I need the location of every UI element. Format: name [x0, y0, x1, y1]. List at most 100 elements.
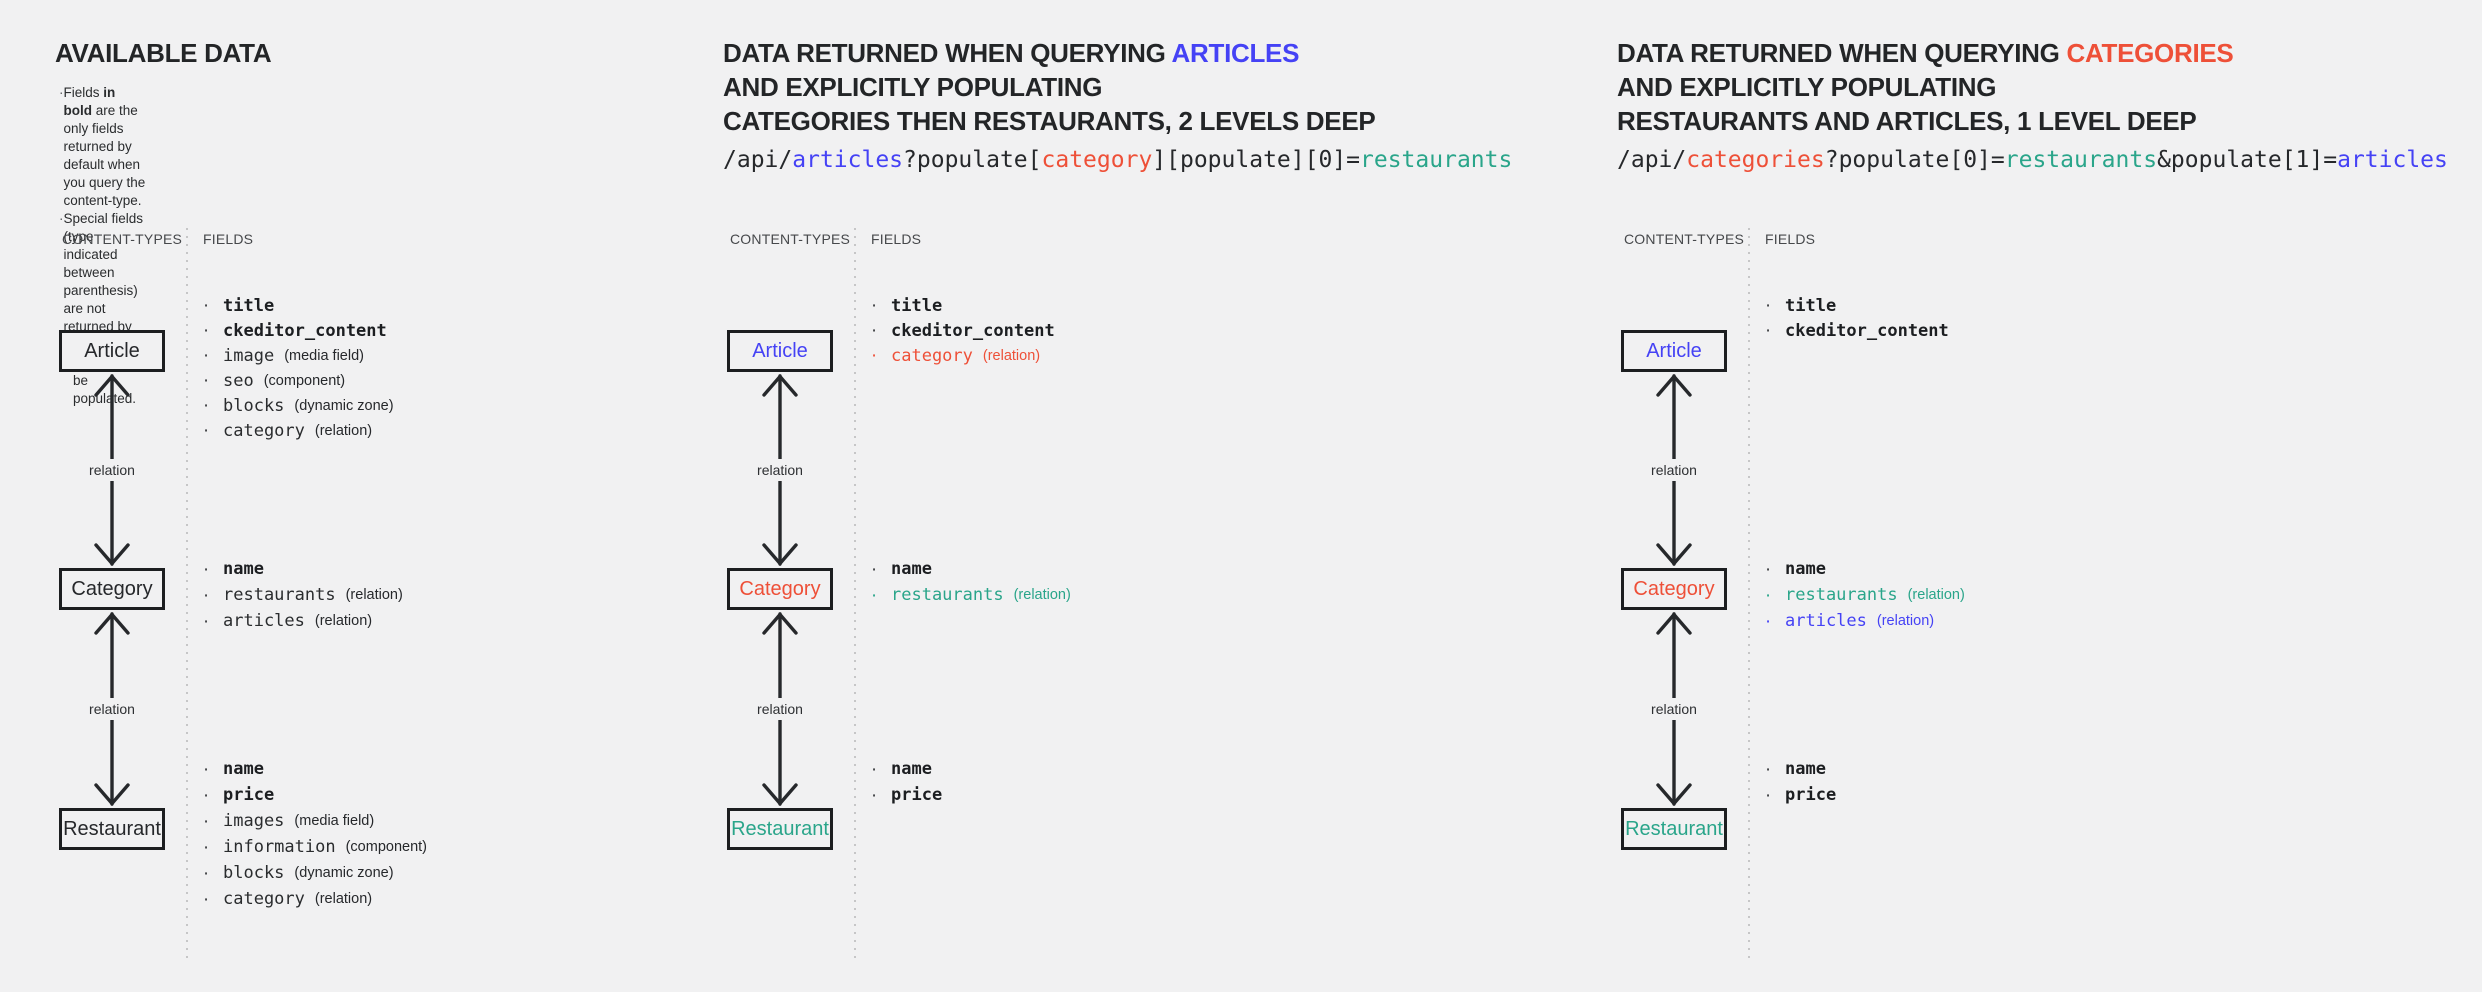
field-name: blocks — [223, 863, 285, 883]
field-item-name: ·name — [869, 556, 1071, 582]
field-item-category: ·category(relation) — [201, 886, 427, 912]
notes: ·Fields in bold are the only fields retu… — [59, 84, 147, 408]
field-name: ckeditor_content — [223, 320, 387, 341]
field-name: restaurants — [891, 585, 1004, 605]
field-item-title: · title — [869, 293, 1055, 318]
fields-list-restaurant: ·name·price — [1763, 756, 1836, 808]
field-item-restaurants: ·restaurants(relation) — [1763, 582, 1965, 608]
fields-list-article: ·title·ckeditor_content·image(media fiel… — [201, 293, 394, 443]
relation-label: relation — [85, 459, 139, 481]
content-types-column-label: CONTENT-TYPES — [62, 231, 183, 247]
title-line: AND EXPLICITLY POPULATING — [723, 70, 1375, 104]
bullet-icon: · — [202, 810, 210, 832]
content-type-box-restaurant: Restaurant — [727, 808, 833, 850]
field-item-category: ·category(relation) — [869, 343, 1055, 368]
code-segment: categories — [1686, 147, 1825, 173]
note-segment: in bold — [63, 85, 116, 118]
note-item: ·Fields in bold are the only fields retu… — [59, 84, 147, 210]
field-type: (dynamic zone) — [294, 397, 394, 414]
title-line: RESTAURANTS AND ARTICLES, 1 LEVEL DEEP — [1617, 104, 2233, 138]
field-item-title: ·title — [201, 293, 394, 318]
field-name: price — [891, 785, 943, 805]
field-type: (relation) — [314, 891, 373, 907]
fields-list-category: ·name·restaurants(relation) — [869, 556, 1071, 608]
relation-label: relation — [85, 698, 139, 720]
field-type: (relation) — [314, 613, 373, 629]
content-type-label: Article — [84, 339, 140, 362]
bullet-icon: · — [1764, 758, 1772, 780]
field-item-name: · name — [201, 556, 403, 582]
panel-title: AVAILABLE DATA — [55, 36, 272, 70]
code-segment: &populate[1]= — [2157, 147, 2338, 173]
content-type-label: Category — [739, 577, 821, 600]
bullet-icon: · — [202, 370, 210, 391]
field-item-name: ·name — [869, 756, 942, 782]
content-type-box-category: Category — [727, 568, 833, 610]
field-name: name — [891, 559, 932, 579]
column-divider — [1748, 228, 1750, 958]
field-name: title — [1785, 295, 1837, 316]
content-types-column-label: CONTENT-TYPES — [730, 231, 851, 247]
field-item-category: ·category(relation) — [201, 418, 394, 443]
field-type: (relation) — [345, 587, 403, 603]
content-type-label: Category — [1633, 577, 1715, 600]
field-item-information: ·information(component) — [201, 834, 427, 860]
field-type: (relation) — [1876, 613, 1935, 629]
title-text: RESTAURANTS AND ARTICLES, 1 LEVEL DEEP — [1617, 106, 2197, 136]
field-name: blocks — [223, 395, 285, 416]
fields-column-label: FIELDS — [1765, 231, 1816, 247]
code-segment: restaurants — [2004, 147, 2158, 173]
content-type-label: Category — [71, 577, 153, 600]
content-type-box-restaurant: Restaurant — [59, 808, 165, 850]
field-name: name — [223, 559, 264, 579]
content-type-label: Restaurant — [731, 817, 829, 840]
title-text: CATEGORIES THEN RESTAURANTS, 2 LEVELS DE… — [723, 106, 1376, 136]
field-type: (media field) — [294, 813, 375, 829]
content-type-box-restaurant: Restaurant — [1621, 808, 1727, 850]
field-item-articles: ·articles(relation) — [1763, 608, 1965, 634]
bullet-icon: · — [1764, 295, 1772, 316]
bullet-icon: · — [202, 420, 210, 441]
bullet-icon: · — [202, 558, 210, 580]
field-type: (relation) — [982, 347, 1041, 364]
field-item-name: ·name — [1763, 556, 1965, 582]
bullet-icon: · — [202, 395, 210, 416]
title-text: DATA RETURNED WHEN QUERYING — [723, 38, 1172, 68]
title-line: DATA RETURNED WHEN QUERYING CATEGORIES — [1617, 36, 2234, 70]
field-name: seo — [223, 370, 254, 391]
fields-list-article: ·title·ckeditor_content·category(relatio… — [869, 293, 1055, 368]
field-name: restaurants — [1785, 585, 1898, 605]
column-divider — [854, 228, 856, 958]
field-item-seo: ·seo(component) — [201, 368, 394, 393]
fields-column-label: FIELDS — [203, 231, 254, 247]
relation-label: relation — [753, 459, 807, 481]
field-item-name: ·name — [1763, 756, 1836, 782]
field-type: (dynamic zone) — [294, 865, 394, 881]
field-name: name — [1785, 559, 1826, 579]
bullet-icon: · — [59, 85, 64, 100]
field-item-images: ·images(media field) — [201, 808, 427, 834]
field-name: title — [891, 295, 943, 316]
field-item-price: ·price — [201, 782, 427, 808]
field-type: (media field) — [284, 347, 364, 364]
code-segment: articles — [792, 147, 904, 173]
bullet-icon: · — [202, 758, 210, 780]
bullet-icon: · — [1764, 320, 1772, 341]
title-line: DATA RETURNED WHEN QUERYING ARTICLES — [723, 36, 1375, 70]
field-item-ckeditor_content: ·ckeditor_content — [1763, 318, 1949, 343]
bullet-icon: · — [1764, 610, 1772, 632]
field-name: ckeditor_content — [891, 320, 1055, 341]
code-segment: restaurants — [1360, 147, 1513, 173]
content-type-label: Restaurant — [1625, 817, 1723, 840]
title-text: AND EXPLICITLY POPULATING — [1617, 72, 1997, 102]
bullet-icon: · — [870, 584, 878, 606]
column-divider — [186, 228, 188, 958]
field-item-restaurants: ·restaurants(relation) — [201, 582, 403, 608]
relation-label: relation — [1647, 459, 1701, 481]
bullet-icon: · — [870, 295, 878, 316]
field-name: category — [223, 420, 305, 441]
title-text: AND EXPLICITLY POPULATING — [723, 72, 1103, 102]
field-name: category — [891, 345, 973, 366]
note-segment: are the only fields returned by default … — [63, 103, 146, 208]
